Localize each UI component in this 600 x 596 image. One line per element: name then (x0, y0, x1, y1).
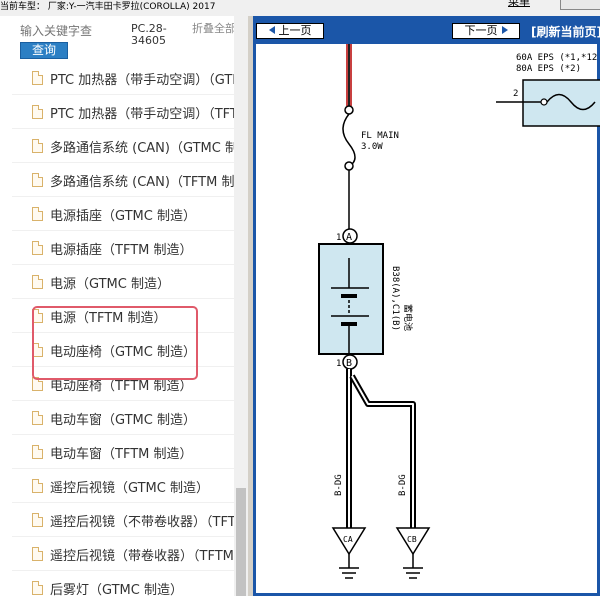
ground-cb-triangle (395, 527, 431, 556)
ground-ca-label: CA (343, 535, 353, 544)
viewer-toolbar: 上一页 下一页 [刷新当前页] (253, 16, 600, 44)
eps-fuse-symbol (546, 93, 596, 111)
list-item-label: 多路通信系统 (CAN)（GTMC 制造） (50, 141, 234, 156)
list-item[interactable]: 电动座椅（TFTM 制造） (12, 368, 234, 401)
list-item-label: PTC 加热器（带手动空调）（GTMC (50, 73, 234, 88)
list-item[interactable]: PTC 加热器（带手动空调）（GTMC (12, 62, 234, 95)
refresh-page-link[interactable]: [刷新当前页] (531, 25, 600, 39)
eps-fuse-label-1: 60A EPS (*1,*12 (516, 53, 597, 63)
eps-fuse-label-2: 80A EPS (*2) (516, 64, 581, 74)
fuse-fl-main-symbol (342, 113, 356, 167)
search-input[interactable] (20, 24, 124, 38)
ground-wire-right-inner (351, 375, 414, 528)
pin-a-number: 1 (336, 233, 341, 243)
list-item[interactable]: 多路通信系统 (CAN)（TFTM 制造） (12, 164, 234, 197)
topic-list: PTC 加热器（带手动空调）（GTMC PTC 加热器（带手动空调）（TFTM … (12, 62, 234, 596)
document-icon (32, 275, 43, 289)
document-icon (32, 71, 43, 85)
list-item-label: 遥控后视镜（不带卷收器）（TFTM (50, 515, 234, 530)
list-item[interactable]: 电源（TFTM 制造） (12, 300, 234, 333)
document-icon (32, 139, 43, 153)
document-icon (32, 445, 43, 459)
panel-splitter[interactable] (248, 16, 253, 596)
prev-page-label: 上一页 (278, 24, 312, 37)
document-icon (32, 241, 43, 255)
list-item-label: 电源插座（TFTM 制造） (50, 243, 193, 258)
document-icon (32, 479, 43, 493)
list-item-label: 电源（GTMC 制造） (50, 277, 170, 292)
ground-ca-triangle (331, 527, 367, 556)
list-item-label: 后雾灯（GTMC 制造） (50, 583, 183, 596)
list-item-label: 电源（TFTM 制造） (50, 311, 167, 326)
list-item-label: 电动座椅（GTMC 制造） (50, 345, 196, 360)
list-scrollbar[interactable] (234, 16, 248, 596)
document-icon (32, 411, 43, 425)
list-item[interactable]: 电源（GTMC 制造） (12, 266, 234, 299)
list-item[interactable]: 遥控后视镜（GTMC 制造） (12, 470, 234, 503)
list-item[interactable]: 电源插座（GTMC 制造） (12, 198, 234, 231)
list-item-label: 多路通信系统 (CAN)（TFTM 制造） (50, 175, 234, 190)
prev-page-button[interactable]: 上一页 (256, 23, 324, 39)
next-page-button[interactable]: 下一页 (452, 23, 520, 39)
menu-link[interactable]: 菜单 (508, 0, 530, 8)
list-item[interactable]: 电源插座（TFTM 制造） (12, 232, 234, 265)
list-item[interactable]: 遥控后视镜（不带卷收器）（TFTM (12, 504, 234, 537)
arrow-right-icon (501, 26, 508, 34)
list-item[interactable]: 电动座椅（GTMC 制造） (12, 334, 234, 367)
list-item-label: 遥控后视镜（带卷收器）（TFTM (50, 549, 234, 564)
list-item[interactable]: 电动车窗（TFTM 制造） (12, 436, 234, 469)
document-icon (32, 207, 43, 221)
query-button[interactable]: 查询 (20, 42, 68, 59)
battery-box (318, 243, 384, 355)
document-code-label: PC.28- 34605 (131, 22, 167, 47)
list-item[interactable]: 后雾灯（GTMC 制造） (12, 572, 234, 596)
document-icon (32, 105, 43, 119)
arrow-left-icon (268, 26, 275, 34)
fuse-terminal-top (344, 105, 354, 115)
list-item-label: 电动车窗（TFTM 制造） (50, 447, 193, 462)
pin-b-number: 1 (336, 359, 341, 369)
eps-pin-label: 2 (513, 89, 518, 99)
document-icon (32, 513, 43, 527)
document-icon (32, 581, 43, 595)
wire-color-right: B-DG (398, 474, 408, 496)
list-item-label: 电源插座（GTMC 制造） (50, 209, 196, 224)
list-item[interactable]: PTC 加热器（带手动空调）（TFTM (12, 96, 234, 129)
window-button[interactable] (560, 0, 600, 10)
list-item-label: 电动车窗（GTMC 制造） (50, 413, 196, 428)
fuse-terminal-bottom (344, 161, 354, 171)
eps-fuse-box (522, 79, 600, 127)
index-panel: 查询 PC.28- 34605 折叠全部 PTC 加热器（带手动空调）（GTMC… (0, 16, 248, 596)
wire-color-left: B-DG (334, 474, 344, 496)
list-item-label: 电动座椅（TFTM 制造） (50, 379, 193, 394)
search-area: 查询 PC.28- 34605 折叠全部 (0, 16, 248, 62)
battery-code-label: B38(A),C1(B) (390, 266, 400, 331)
battery-name-label: 蓄电池 (402, 304, 414, 331)
fuse-name-label: FL MAIN (361, 131, 399, 141)
list-item[interactable]: 遥控后视镜（带卷收器）（TFTM (12, 538, 234, 571)
wiring-diagram: FL MAIN 3.0W A 1 B38(A),C1(B) 蓄电池 B 1 B-… (253, 16, 600, 596)
list-item-label: PTC 加热器（带手动空调）（TFTM (50, 107, 234, 122)
document-icon (32, 173, 43, 187)
eps-fuse-terminal (540, 98, 548, 106)
selection-highlight (32, 306, 198, 380)
list-item-label: 遥控后视镜（GTMC 制造） (50, 481, 209, 496)
title-bar: 当前车型： 厂家:Y-一汽丰田卡罗拉(COROLLA) 2017 菜单 (0, 0, 600, 16)
next-page-label: 下一页 (464, 24, 498, 37)
fuse-rating-label: 3.0W (361, 142, 383, 152)
collapse-all-link[interactable]: 折叠全部 (192, 22, 236, 35)
list-item[interactable]: 电动车窗（GTMC 制造） (12, 402, 234, 435)
list-item[interactable]: 多路通信系统 (CAN)（GTMC 制造） (12, 130, 234, 163)
current-vehicle-label: 当前车型： 厂家:Y-一汽丰田卡罗拉(COROLLA) 2017 (0, 2, 216, 12)
document-icon (32, 547, 43, 561)
pin-a-label: A (346, 232, 352, 243)
scroll-thumb[interactable] (236, 488, 246, 596)
pin-b-label: B (346, 358, 352, 369)
ground-cb-label: CB (407, 535, 417, 544)
diagram-viewer: FL MAIN 3.0W A 1 B38(A),C1(B) 蓄电池 B 1 B-… (253, 16, 600, 596)
